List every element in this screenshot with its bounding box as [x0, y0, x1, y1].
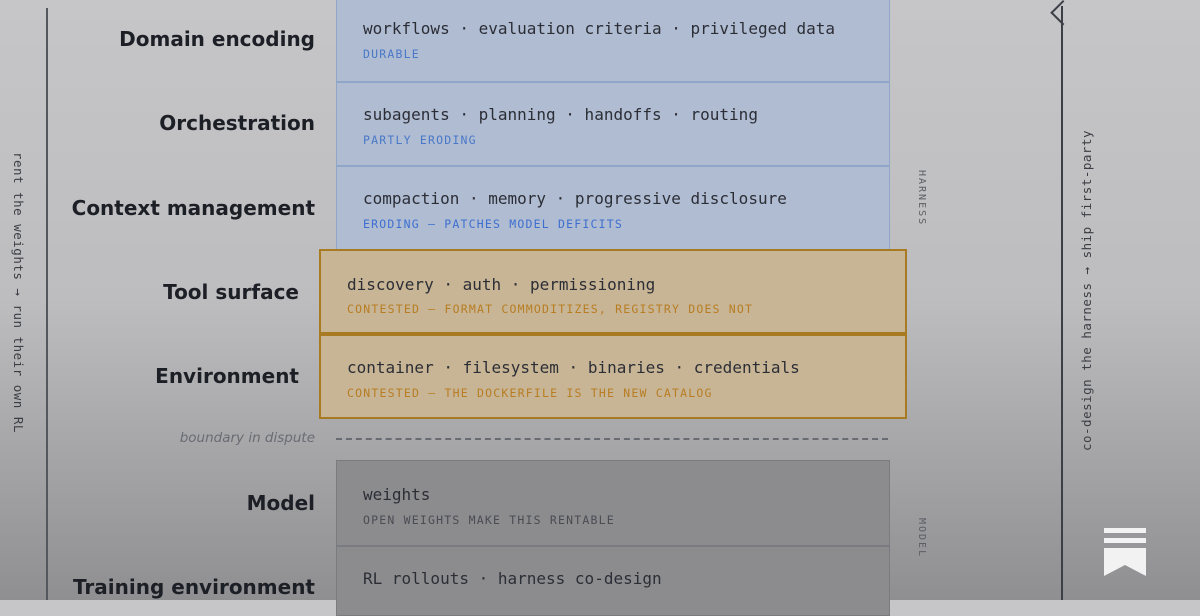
layer-items: weights: [363, 485, 431, 504]
layer-label-training-environment: Training environment: [72, 575, 315, 599]
layer-box-orchestration: subagents · planning · handoffs · routin…: [336, 82, 890, 166]
layer-box-context-management: compaction · memory · progressive disclo…: [336, 166, 890, 250]
layer-label-domain-encoding: Domain encoding: [119, 27, 315, 51]
layer-box-tool-surface: discovery · auth · permissioning CONTEST…: [319, 249, 907, 334]
bookmark-icon: [1104, 528, 1146, 576]
up-arrow-icon: [1050, 0, 1076, 26]
layer-status: OPEN WEIGHTS MAKE THIS RENTABLE: [363, 513, 615, 527]
model-group-label: MODEL: [916, 518, 927, 559]
boundary-dashed-line: [336, 438, 888, 440]
layer-label-environment: Environment: [155, 364, 299, 388]
layer-status: CONTESTED — FORMAT COMMODITIZES, REGISTR…: [347, 302, 754, 316]
layer-label-context-management: Context management: [71, 196, 315, 220]
layer-label-orchestration: Orchestration: [159, 111, 315, 135]
layer-label-model: Model: [246, 491, 315, 515]
right-axis-line: [1061, 6, 1063, 600]
layer-status: PARTLY ERODING: [363, 133, 477, 147]
harness-group-label: HARNESS: [916, 170, 927, 227]
layer-box-environment: container · filesystem · binaries · cred…: [319, 334, 907, 419]
layer-items: workflows · evaluation criteria · privil…: [363, 19, 836, 38]
layer-status: ERODING — PATCHES MODEL DEFICITS: [363, 217, 623, 231]
layer-items: discovery · auth · permissioning: [347, 275, 656, 294]
left-axis-label: rent the weights → run their own RL: [11, 152, 26, 433]
layer-items: subagents · planning · handoffs · routin…: [363, 105, 758, 124]
layer-items: compaction · memory · progressive disclo…: [363, 189, 787, 208]
layer-status: CONTESTED — THE DOCKERFILE IS THE NEW CA…: [347, 386, 713, 400]
layer-label-tool-surface: Tool surface: [163, 280, 299, 304]
boundary-label: boundary in dispute: [179, 430, 315, 446]
left-axis-line: [46, 8, 48, 600]
layer-box-training-environment: RL rollouts · harness co-design: [336, 546, 890, 616]
right-axis-label: co-design the harness → ship first-party: [1079, 130, 1094, 452]
layer-box-domain-encoding: workflows · evaluation criteria · privil…: [336, 0, 890, 82]
layer-box-model: weights OPEN WEIGHTS MAKE THIS RENTABLE: [336, 460, 890, 546]
layer-items: RL rollouts · harness co-design: [363, 569, 662, 588]
layer-items: container · filesystem · binaries · cred…: [347, 358, 800, 377]
layer-status: DURABLE: [363, 47, 420, 61]
